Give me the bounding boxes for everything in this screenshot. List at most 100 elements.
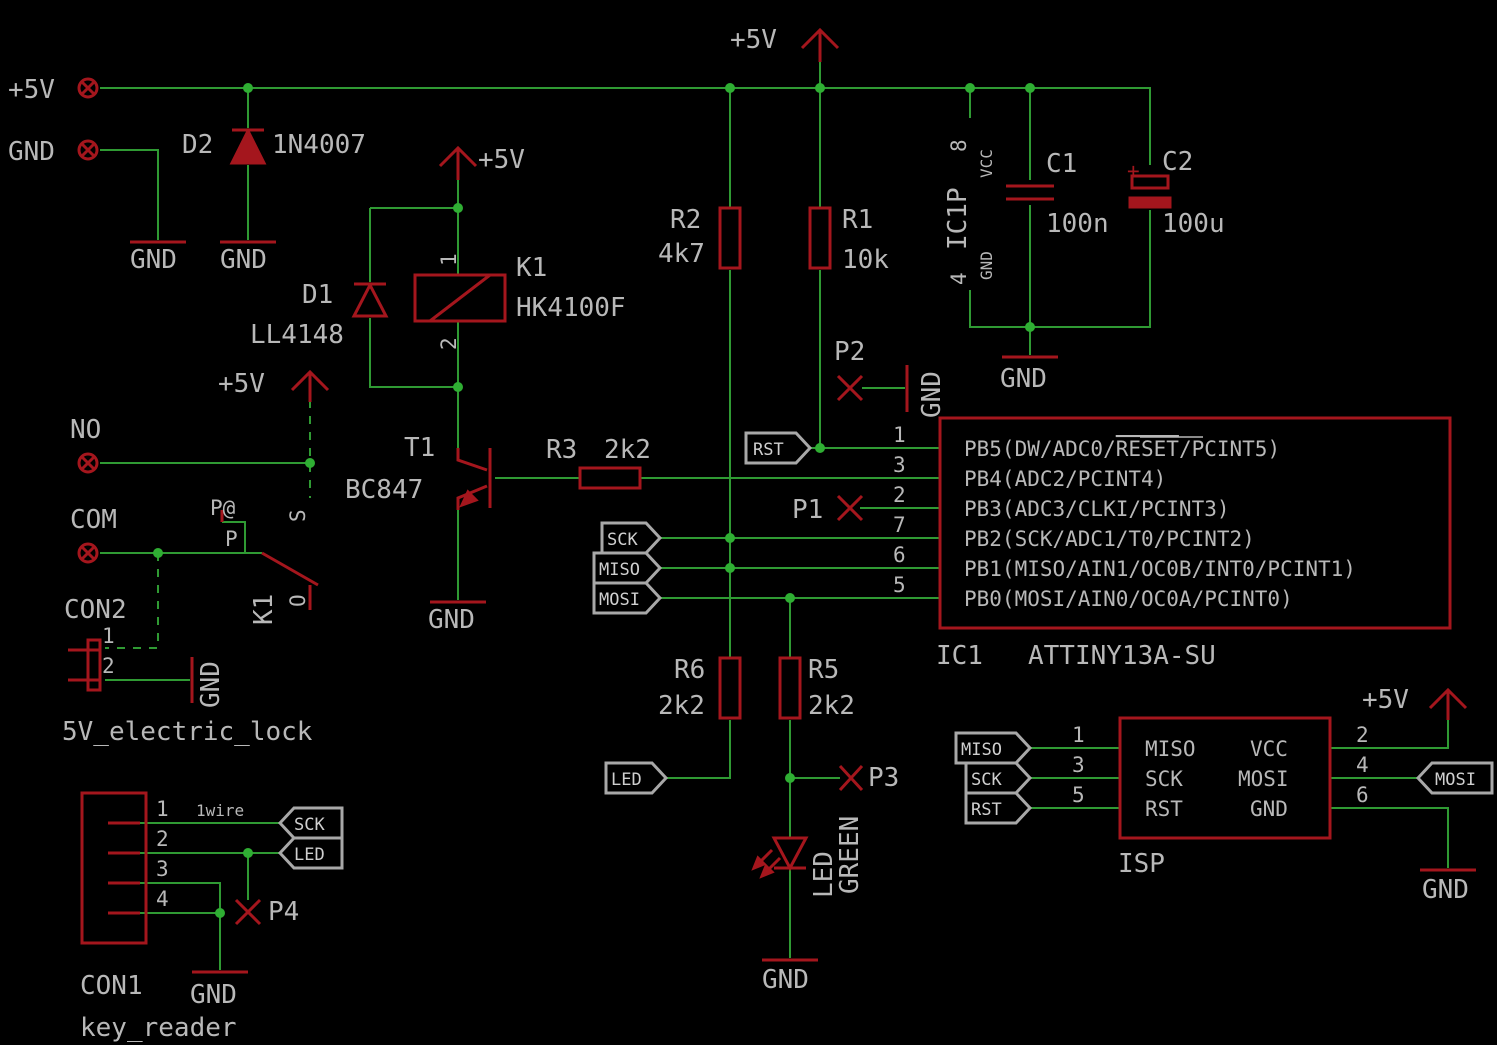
k1-contact-pa: P@ [210,496,236,520]
connector-con1-icon [80,791,148,945]
r5-value: 2k2 [808,691,855,721]
vcc-label-relay: +5V [478,145,525,175]
ic1-pin-num-5: 5 [893,573,906,597]
resistor-r6-icon [718,656,742,720]
p1-label: P1 [792,495,823,525]
ic1-pin-num-2: 2 [893,483,906,507]
r1-name: R1 [842,205,873,235]
ic1-pin-num-7: 7 [893,513,906,537]
flag-sck-isp [964,761,1033,795]
c2-name: C2 [1162,147,1193,177]
isp-pin-num-2: 2 [1356,723,1369,747]
com-label: COM [70,505,117,535]
con2-pin-2: 2 [102,654,115,678]
flag-miso-ic-label: MISO [599,560,640,580]
con2-pin-1: 1 [102,624,115,648]
con1-name: CON1 [80,971,143,1001]
ic1-pin-label-7: PB2(SCK/ADC1/T0/PCINT2) [964,527,1255,551]
t1-value: BC847 [345,475,423,505]
k1-value: HK4100F [516,293,626,323]
k1-name: K1 [516,253,547,283]
gnd-label-2: GND [220,245,267,275]
k1-contact-p: P [225,527,238,551]
con2-name: CON2 [64,595,127,625]
no-label: NO [70,415,101,445]
flag-led-con1 [277,836,344,870]
flag-led-out [604,761,669,795]
isp-pin-label-miso: MISO [1145,737,1196,761]
ic1-pin-num-3: 3 [893,453,906,477]
k1-pin2: 2 [437,337,461,350]
r3-name: R3 [546,435,577,465]
relay-contact-icon [220,510,319,610]
gnd-label-con2: GND [196,661,226,708]
flag-sck-con1 [277,806,344,840]
r6-value: 2k2 [658,691,705,721]
capacitor-c1-icon [1006,184,1054,201]
isp-pin-num-3: 3 [1072,753,1085,777]
r1-value: 10k [842,245,889,275]
gnd-label-con1: GND [190,980,237,1010]
flag-mosi-isp [1415,761,1494,795]
ic1-pin-label-1: PB5(DW/ADC0/RESET/PCINT5) [964,437,1280,461]
terminal-com-icon [77,542,99,564]
capacitor-c2-icon [1128,174,1172,209]
gnd-label-1: GND [130,245,177,275]
d1-name: D1 [302,280,333,310]
k1-pin1: 1 [437,253,461,266]
isp-body [1118,716,1332,840]
vcc-label-contact: +5V [218,369,265,399]
ic1p-name: IC1P [943,187,973,250]
con1-pin-1: 1 [156,797,169,821]
gnd-label-led: GND [762,965,809,995]
gnd-label-caps: GND [1000,364,1047,394]
transistor-t1-icon [456,448,492,510]
flag-sck-isp-label: SCK [971,770,1002,790]
r5-name: R5 [808,655,839,685]
ic1p-pin4: 4 [947,272,971,285]
labels: +5V GND +5V +5V +5V +5V GND GND GND GND … [8,25,1469,1043]
gnd-terminal-label: GND [8,137,55,167]
flag-mosi-ic [592,581,663,615]
flag-miso-isp [954,731,1033,765]
vcc-label-isp: +5V [1362,685,1409,715]
c1-value: 100n [1046,209,1109,239]
ic1-pin-label-3: PB4(ADC2/PCINT4) [964,467,1166,491]
k1-contact-o: O [286,594,310,607]
ic1-pin-num-6: 6 [893,543,906,567]
terminal-no-icon [77,452,99,474]
flag-rst-ic [744,431,813,465]
flag-mosi-ic-label: MOSI [599,590,640,610]
con1-pin-3: 3 [156,857,169,881]
con1-pin-4: 4 [156,887,169,911]
isp-pin-label-rst: RST [1145,797,1183,821]
net-flags [277,431,1494,870]
onewire-label: 1wire [196,801,244,820]
ic1-pin-label-2: PB3(ADC3/CLKI/PCINT3) [964,497,1230,521]
flag-sck-con1-label: SCK [294,815,325,835]
ic1-pin-label-6: PB1(MISO/AIN1/OC0B/INT0/PCINT1) [964,557,1356,581]
ic1p-pin8: 8 [947,139,971,152]
isp-pin-label-mosi: MOSI [1238,767,1289,791]
flag-rst-isp-label: RST [971,800,1002,820]
ic1-name: IC1 [936,641,983,671]
resistor-r1-icon [808,206,832,270]
led-name: LED [809,851,839,898]
flag-sck-ic [600,521,663,555]
terminal-vcc-icon [77,77,99,99]
t1-name: T1 [404,433,435,463]
flag-miso-isp-label: MISO [961,740,1002,760]
c2-value: 100u [1162,209,1225,239]
relay-coil-icon [413,273,507,323]
con2-value: 5V_electric_lock [62,717,313,747]
led-green-icon [751,836,809,879]
diode-d1-icon [351,281,389,318]
testpoint-p3-icon [838,764,864,792]
vcc-terminal-label: +5V [8,75,55,105]
junctions [153,83,1035,918]
flag-sck-ic-label: SCK [607,530,638,550]
gnd-label-p2: GND [917,371,947,418]
flag-rst-ic-label: RST [753,440,784,460]
p4-label: P4 [268,897,299,927]
